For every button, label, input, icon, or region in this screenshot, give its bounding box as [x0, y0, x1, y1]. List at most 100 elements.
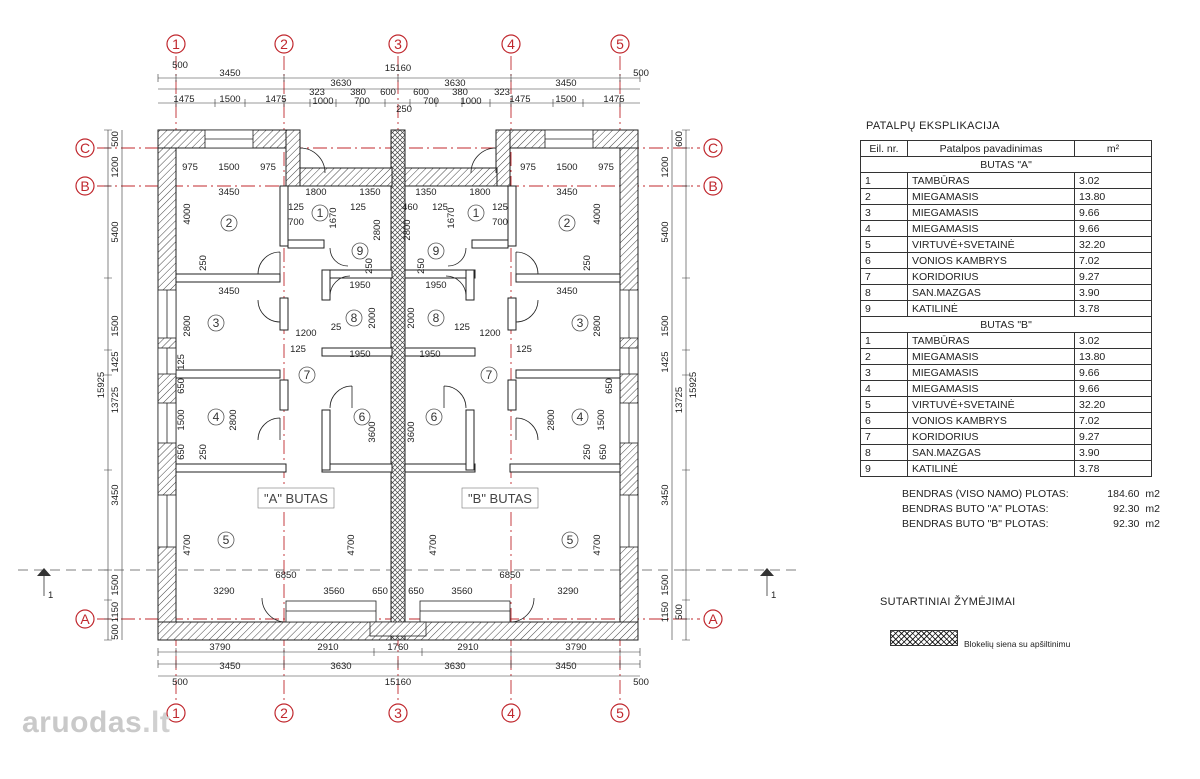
- dim-r-2: 5400: [660, 221, 671, 242]
- cell-room-name: VONIOS KAMBRYS: [907, 412, 1075, 429]
- legend-title: SUTARTINIAI ŽYMĖJIMAI: [880, 596, 1016, 608]
- room-b-9: 9: [433, 244, 440, 258]
- room-a-4: 4: [213, 410, 220, 424]
- dim-i-2800c-B: 2800: [546, 409, 557, 430]
- dim-i-650b-B: 650: [598, 444, 609, 460]
- axis-label-c-right: C: [708, 140, 718, 156]
- total-unit: m2: [1145, 503, 1160, 515]
- dim-b1-0: 3790: [209, 642, 230, 653]
- dim-l-7: 3450: [110, 484, 121, 505]
- dim-i-975a-A: 975: [182, 162, 198, 173]
- cell-room-name: MIEGAMASIS: [907, 204, 1075, 221]
- dim-i-650-B: 650: [604, 378, 615, 394]
- dim-t3-11: 1475: [603, 94, 624, 105]
- cell-no: 7: [860, 268, 908, 285]
- windows: [157, 129, 639, 637]
- dim-t3b-1: 700: [354, 96, 370, 107]
- dim-i-250-A: 250: [198, 255, 209, 271]
- dim-i-1950b-A: 1950: [349, 349, 370, 360]
- cell-area: 32.20: [1074, 236, 1152, 253]
- axis-label-4-bottom: 4: [507, 705, 515, 721]
- dim-t3-0: 1475: [173, 94, 194, 105]
- dims-top: 500 3450 15160 500 3630 3630 3450 1475 1…: [172, 60, 649, 115]
- axis-label-a-left: A: [80, 611, 90, 627]
- dim-i-1200-A: 1200: [295, 328, 316, 339]
- total-unit: m2: [1145, 488, 1160, 500]
- total-unit: m2: [1145, 518, 1160, 530]
- dim-l-9: 1150: [110, 602, 121, 622]
- table-group-row: BUTAS "B": [860, 316, 1152, 333]
- dim-r-8: 1500: [660, 574, 671, 595]
- dim-i-3560-A: 3560: [323, 586, 344, 597]
- room-a-6: 6: [359, 410, 366, 424]
- dim-i-250b-B: 250: [416, 258, 427, 274]
- axis-bubbles-side: C B A C B A: [75, 138, 723, 629]
- dims-right: 600 1200 5400 1500 1425 15925 13725 3450…: [660, 131, 699, 622]
- dim-r-5: 15925: [688, 372, 699, 398]
- dim-t3b-3: 1000: [460, 96, 481, 107]
- dim-i-125d-A: 125: [176, 354, 187, 370]
- dim-l-2: 5400: [110, 221, 121, 242]
- dim-i-125b-A: 125: [350, 202, 366, 213]
- hatch-swatch: [890, 630, 958, 646]
- dim-i-2800-A: 2800: [372, 219, 383, 240]
- cell-room-name: KATILINĖ: [907, 460, 1075, 477]
- total-label: BENDRAS BUTO "B" PLOTAS:: [902, 518, 1049, 530]
- axis-label-c-left: C: [80, 140, 90, 156]
- dim-i-3450b-B: 3450: [556, 286, 577, 297]
- dim-r-0: 600: [674, 131, 685, 147]
- dim-b1-1: 2910: [317, 642, 338, 653]
- dim-i-1350-A: 1350: [359, 187, 380, 198]
- dim-t3b-4: 250: [396, 104, 412, 115]
- cell-area: 3.02: [1074, 172, 1152, 189]
- room-b-6: 6: [431, 410, 438, 424]
- dim-i-1670-A: 1670: [328, 207, 339, 228]
- dim-i-700-A: 700: [288, 217, 304, 228]
- axis-label-2-bottom: 2: [280, 705, 288, 721]
- dim-i-3290-B: 3290: [557, 586, 578, 597]
- dim-i-125-A: 125: [288, 202, 304, 213]
- dim-t3-10: 1500: [555, 94, 576, 105]
- col-header-area: m²: [1074, 140, 1152, 157]
- dim-i-650b-A: 650: [176, 444, 187, 460]
- axis-label-b-left: B: [80, 178, 89, 194]
- dim-i-650c-B: 650: [408, 586, 424, 597]
- dim-b1-3: 2910: [457, 642, 478, 653]
- cell-room-name: TAMBŪRAS: [907, 332, 1075, 349]
- axis-bubbles-bottom: 1 2 3 4 5: [166, 703, 630, 723]
- dim-i-25-A: 25: [331, 322, 342, 333]
- cell-no: 8: [860, 284, 908, 301]
- cell-room-name: MIEGAMASIS: [907, 188, 1075, 205]
- dim-r-10: 500: [674, 604, 685, 620]
- axis-label-5-bottom: 5: [616, 705, 624, 721]
- dim-top-500-right: 500: [633, 68, 649, 79]
- total-value: 184.60: [1107, 488, 1140, 500]
- room-a-8: 8: [351, 311, 358, 325]
- dim-i-125c-A: 125: [290, 344, 306, 355]
- dim-b2-2: 3630: [444, 661, 465, 672]
- legend-item-label: Blokelių siena su apšiltinimu: [964, 639, 1071, 649]
- cell-room-name: MIEGAMASIS: [907, 220, 1075, 237]
- dim-i-2800b-B: 2800: [592, 315, 603, 336]
- watermark-tld: .lt: [142, 706, 171, 739]
- dim-i-975b-A: 975: [260, 162, 276, 173]
- watermark-brand: aruodas: [22, 706, 143, 739]
- dim-l-5: 15925: [96, 372, 107, 398]
- axis-label-5-top: 5: [616, 36, 624, 52]
- dim-r-7: 3450: [660, 484, 671, 505]
- dim-i-1950-A: 1950: [349, 280, 370, 291]
- dim-i-125c-B: 125: [516, 344, 532, 355]
- cell-room-name: MIEGAMASIS: [907, 380, 1075, 397]
- axis-label-1-bottom: 1: [172, 705, 180, 721]
- table-header-row: Eil. nr. Patalpos pavadinimas m²: [860, 140, 1152, 157]
- cell-room-name: MIEGAMASIS: [907, 364, 1075, 381]
- cell-area: 3.90: [1074, 444, 1152, 461]
